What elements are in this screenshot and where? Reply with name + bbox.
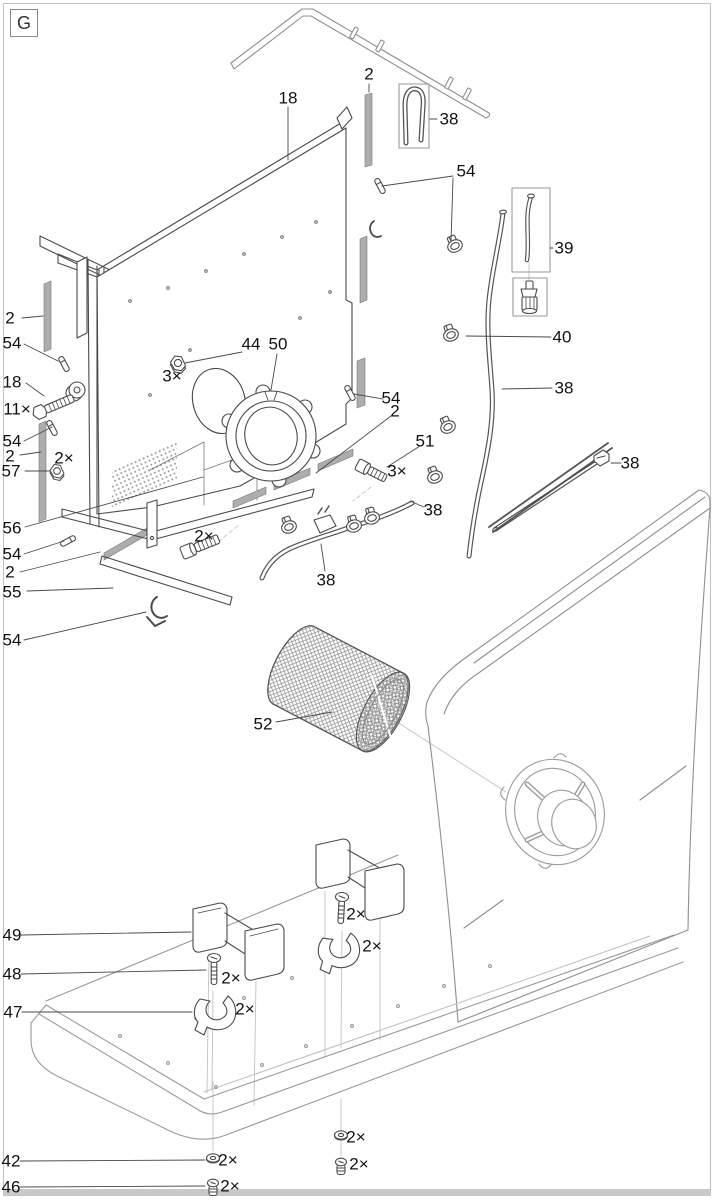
fasteners bbox=[32, 177, 388, 560]
mesh-cylinder bbox=[267, 625, 411, 753]
bottom-rails bbox=[61, 220, 382, 627]
figure-letter-box: G bbox=[10, 9, 38, 37]
figure-letter: G bbox=[16, 12, 31, 33]
tank-port-wheel bbox=[500, 753, 605, 869]
seal-strips bbox=[38, 92, 373, 561]
bottom-tray bbox=[30, 854, 684, 1140]
tank-body bbox=[425, 442, 711, 1023]
panel-18 bbox=[87, 106, 353, 528]
top-pipe bbox=[230, 8, 491, 119]
base-fasteners bbox=[205, 1130, 349, 1197]
flange-ring-50 bbox=[221, 384, 321, 488]
spool-assemblies bbox=[192, 838, 405, 1036]
hoses-and-clamps bbox=[259, 83, 610, 581]
leader-lines bbox=[19, 83, 622, 1188]
